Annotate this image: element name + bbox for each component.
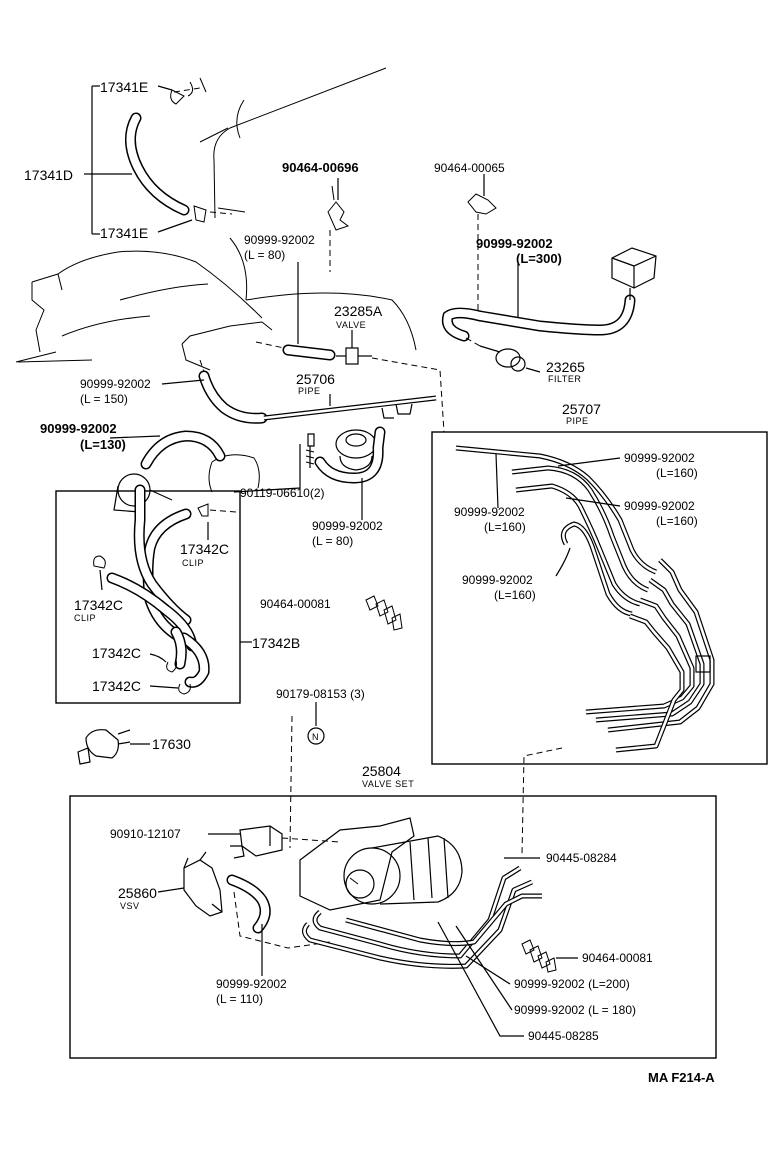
label-23285a-name: VALVE — [336, 320, 366, 330]
pipe-bundle-25804 — [302, 865, 542, 969]
label-90999-92002-l150-len: (L = 150) — [80, 392, 128, 406]
label-17341d: 17341D — [24, 167, 73, 183]
canister-25804 — [299, 817, 463, 911]
label-90999-92002-l160a-len: (L=160) — [656, 466, 698, 480]
label-90999-92002-l160a: 90999-92002 — [624, 451, 695, 465]
label-90999-92002-l300-len: (L=300) — [516, 251, 562, 266]
hose-90999-92002-l150 — [198, 370, 268, 424]
diagram-code: MA F214-A — [648, 1070, 715, 1085]
vsv-25860 — [183, 851, 223, 917]
pipe-25706 — [263, 395, 437, 421]
box-25804 — [69, 795, 717, 1059]
label-17342c-a-name: CLIP — [182, 558, 204, 568]
label-90999-92002-l80-top: 90999-92002 — [244, 233, 315, 247]
hose-17341d — [125, 112, 190, 216]
clamp-90464-00081-bottom — [521, 939, 557, 973]
label-90999-92002-l160b: 90999-92002 — [624, 499, 695, 513]
label-17342c-d: 17342C — [92, 678, 141, 694]
clamp-90464-00081-top — [365, 595, 403, 631]
n-marker-label: N — [312, 732, 319, 742]
filter-23265 — [479, 345, 541, 373]
label-25804-name: VALVE SET — [362, 779, 414, 789]
label-90999-92002-l160c-len: (L=160) — [484, 520, 526, 534]
sensor-17630 — [77, 729, 150, 765]
valve-23285a — [336, 347, 372, 365]
clip-90464-00696 — [327, 185, 350, 231]
label-25707-name: PIPE — [566, 416, 589, 426]
bolt-90119-06610 — [305, 433, 315, 468]
label-90119-06610: 90119-06610(2) — [240, 486, 325, 500]
label-90179-08153: 90179-08153 (3) — [276, 687, 365, 701]
clip-17342c-d — [178, 683, 191, 695]
hose-90999-92002-l80-lower — [314, 426, 386, 484]
label-23265-name: FILTER — [548, 374, 581, 384]
clip-17342c-a — [197, 503, 209, 517]
label-90999-92002-l200: 90999-92002 (L=200) — [514, 977, 630, 991]
clip-17341e-top — [170, 77, 207, 105]
label-90464-00065: 90464-00065 — [434, 161, 505, 175]
label-25706-name: PIPE — [298, 386, 321, 396]
label-25707: 25707 — [562, 401, 601, 417]
label-90999-92002-l110-len: (L = 110) — [216, 992, 263, 1006]
hose-90999-92002-l300 — [441, 294, 636, 342]
label-25860-name: VSV — [120, 901, 140, 911]
clip-17341e-bottom — [193, 205, 207, 223]
label-23265: 23265 — [546, 359, 585, 375]
label-90999-92002-l80-lower: 90999-92002 — [312, 519, 383, 533]
connector-block — [611, 247, 657, 300]
label-17342c-a: 17342C — [180, 541, 229, 557]
label-17341e-top: 17341E — [100, 79, 148, 95]
hose-90999-92002-l110 — [226, 874, 271, 934]
engine-outline — [15, 67, 417, 493]
label-90464-00081-bottom: 90464-00081 — [582, 951, 653, 965]
clip-17342c-c — [166, 659, 177, 673]
label-25706: 25706 — [296, 371, 335, 387]
label-90999-92002-l160d: 90999-92002 — [462, 573, 533, 587]
label-90999-92002-l180: 90999-92002 (L = 180) — [514, 1003, 636, 1017]
label-90999-92002-l150: 90999-92002 — [80, 377, 151, 391]
label-17341e-bottom: 17341E — [100, 225, 148, 241]
label-90999-92002-l130: 90999-92002 — [40, 421, 117, 436]
pipe-bundle-25707 — [455, 445, 715, 753]
label-17342c-b-name: CLIP — [74, 613, 96, 623]
label-90999-92002-l110: 90999-92002 — [216, 977, 287, 991]
vacuum-valve-small — [335, 429, 377, 471]
label-17342c-c: 17342C — [92, 645, 141, 661]
label-25804: 25804 — [362, 763, 401, 779]
label-23285a: 23285A — [334, 303, 383, 319]
label-90999-92002-l160d-len: (L=160) — [494, 588, 536, 602]
label-25860: 25860 — [118, 885, 157, 901]
label-90999-92002-l300: 90999-92002 — [476, 236, 553, 251]
label-90445-08284: 90445-08284 — [546, 851, 617, 865]
hose-90999-92002-l130 — [140, 430, 226, 470]
label-90999-92002-l160c: 90999-92002 — [454, 505, 525, 519]
label-17630: 17630 — [152, 736, 191, 752]
label-90464-00696: 90464-00696 — [282, 160, 359, 175]
clip-17342c-b — [93, 555, 106, 569]
label-17342b: 17342B — [252, 635, 300, 651]
label-90910-12107: 90910-12107 — [110, 827, 181, 841]
label-17342c-b: 17342C — [74, 597, 123, 613]
label-90464-00081-top: 90464-00081 — [260, 597, 331, 611]
label-90445-08285: 90445-08285 — [528, 1029, 599, 1043]
box-17342b — [55, 490, 241, 704]
box-25707 — [431, 431, 768, 765]
label-90999-92002-l80-lower-len: (L = 80) — [312, 534, 353, 548]
label-90999-92002-l130-len: (L=130) — [80, 437, 126, 452]
nut-90179-08153 — [307, 727, 325, 745]
hose-90999-92002-l80-top — [282, 344, 336, 361]
label-90999-92002-l160b-len: (L=160) — [656, 514, 698, 528]
clip-90464-00065 — [467, 193, 497, 215]
hose-assembly-17342b — [106, 484, 210, 688]
label-90999-92002-l80-top-len: (L = 80) — [244, 248, 285, 262]
bracket-90910-12107 — [230, 825, 283, 859]
